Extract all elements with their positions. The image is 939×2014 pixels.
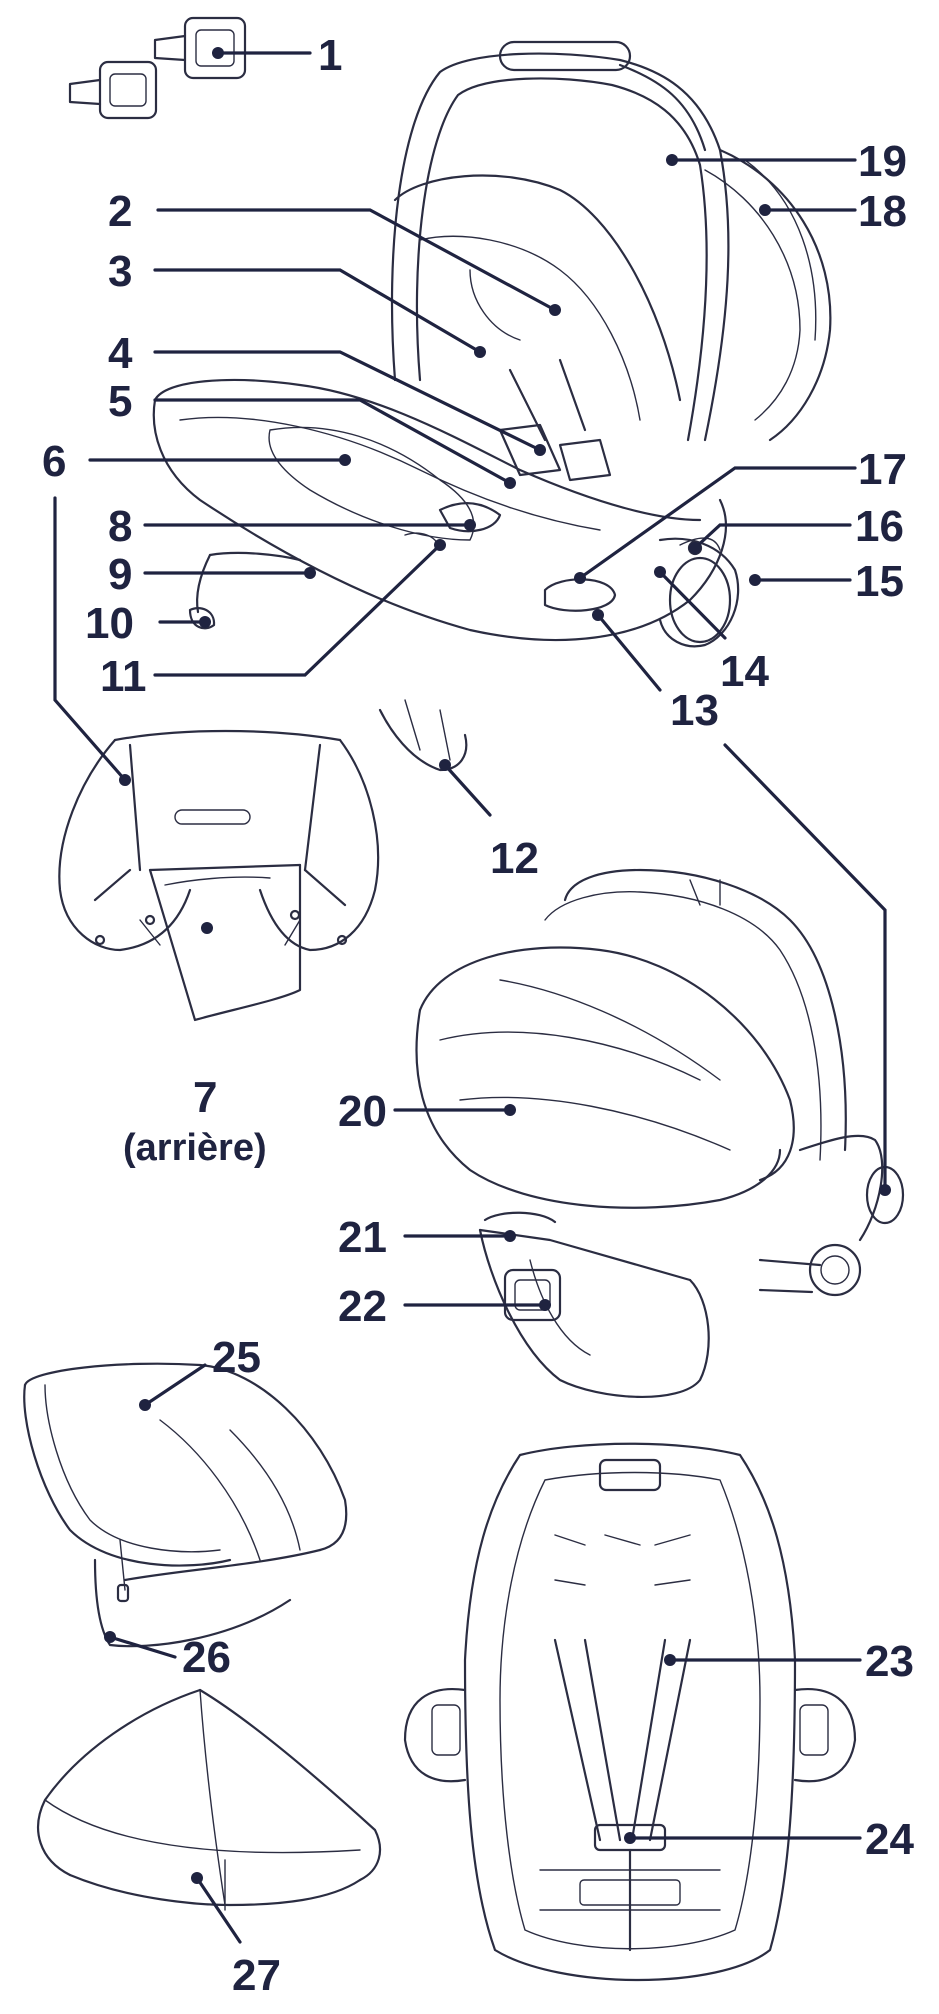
callout-label-22: 22 [338, 1282, 387, 1331]
leader-26-dot [104, 1631, 116, 1643]
leader-27 [195, 1876, 242, 1944]
leader-25 [143, 1363, 207, 1407]
leader-18-dot [759, 204, 771, 216]
callout-label-23: 23 [865, 1637, 914, 1686]
callout-label-14: 14 [720, 647, 769, 696]
leader-4-dot [534, 444, 546, 456]
leader-10-dot [199, 616, 211, 628]
leader-12 [443, 763, 492, 817]
leader-17 [578, 466, 857, 580]
base-drawing [403, 1442, 857, 1982]
callout-label-26: 26 [182, 1633, 231, 1682]
callout-label-17: 17 [858, 445, 907, 494]
leader-21-dot [504, 1230, 516, 1242]
leader-12-dot [439, 759, 451, 771]
leader-24-dot [624, 1832, 636, 1844]
callout-labels: 1 2 3 4 5 6 7 (arrière) 8 9 10 11 12 13 … [42, 31, 914, 2000]
callout-label-9: 9 [108, 550, 132, 599]
leader-8-dot [464, 519, 476, 531]
callout-leaders [53, 47, 891, 1944]
callout-label-27: 27 [232, 1951, 281, 2000]
callout-label-5: 5 [108, 377, 132, 426]
leader-23-dot [664, 1654, 676, 1666]
callout-label-12: 12 [490, 834, 539, 883]
callout-label-1: 1 [318, 31, 342, 80]
leader-5-dot [504, 477, 516, 489]
leader-3 [153, 268, 482, 354]
leader-11-dot [434, 539, 446, 551]
callout-label-8: 8 [108, 502, 132, 551]
leader-9-dot [304, 567, 316, 579]
callout-label-25: 25 [212, 1333, 261, 1382]
callout-label-15: 15 [855, 557, 904, 606]
callout-label-2: 2 [108, 187, 132, 236]
leader-16 [693, 523, 852, 550]
callout-label-6: 6 [42, 437, 66, 486]
leader-2 [156, 208, 557, 312]
callout-label-19: 19 [858, 137, 907, 186]
leader-22-dot [539, 1299, 551, 1311]
leader-13-to-20 [723, 743, 887, 1192]
leader-13 [596, 613, 662, 692]
leader-1-dot [212, 47, 224, 59]
callout-label-21: 21 [338, 1213, 387, 1262]
leader-6-dot-top [339, 454, 351, 466]
callout-label-7-sub: (arrière) [123, 1127, 267, 1169]
callout-label-7: 7 [193, 1073, 217, 1122]
leader-5 [153, 398, 512, 485]
leader-3-dot [474, 346, 486, 358]
leader-11 [153, 543, 442, 677]
leader-20-dot [504, 1104, 516, 1116]
leader-14-dot [654, 566, 666, 578]
callout-label-10: 10 [85, 599, 134, 648]
leader-27-dot [191, 1872, 203, 1884]
callout-label-3: 3 [108, 247, 132, 296]
callout-label-11: 11 [100, 652, 147, 701]
leader-4 [153, 350, 542, 452]
leader-2-dot [549, 304, 561, 316]
leader-17-dot [574, 572, 586, 584]
seat-with-canopy-drawing [415, 868, 905, 1399]
callout-label-16: 16 [855, 502, 904, 551]
leader-6-down [53, 496, 127, 782]
callout-label-20: 20 [338, 1087, 387, 1136]
line-art [23, 16, 905, 1982]
callout-label-4: 4 [108, 329, 133, 378]
head-insert-drawing [58, 729, 380, 1022]
callout-label-18: 18 [858, 187, 907, 236]
leader-26 [108, 1635, 177, 1659]
leader-14 [658, 570, 727, 640]
leader-15-dot [749, 574, 761, 586]
leader-6-dot-bottom [119, 774, 131, 786]
callout-label-13: 13 [670, 686, 719, 735]
leader-19-dot [666, 154, 678, 166]
leader-16-dot [689, 542, 701, 554]
leader-7-dot [201, 922, 213, 934]
isofix-connectors-drawing [68, 16, 247, 120]
cover-drawing [37, 1688, 382, 1911]
leader-25-dot [139, 1399, 151, 1411]
leader-13-dot [592, 609, 604, 621]
canopy-drawing [23, 1362, 348, 1648]
leader-13-dot-lower [879, 1184, 891, 1196]
callout-label-24: 24 [865, 1815, 914, 1864]
